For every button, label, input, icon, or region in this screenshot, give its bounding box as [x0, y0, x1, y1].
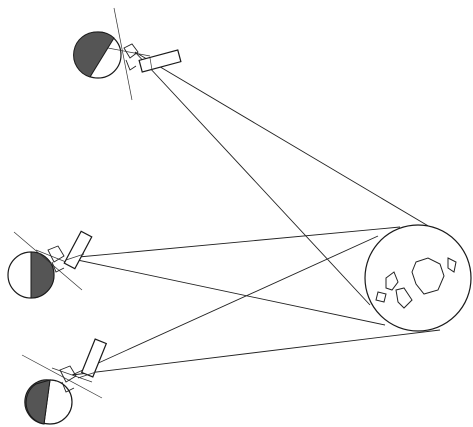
- moon-phase-icon: [74, 32, 121, 78]
- moon-phase-icon: [8, 252, 54, 298]
- sight-line: [135, 52, 430, 227]
- earth-globe-icon: [365, 225, 471, 331]
- moon-phase-icon: [25, 380, 72, 424]
- continent-shape: [376, 292, 386, 302]
- sight-line: [68, 258, 385, 325]
- sight-line: [72, 236, 378, 375]
- sight-line: [68, 227, 400, 258]
- sight-line: [135, 52, 370, 305]
- sight-line: [72, 330, 440, 375]
- sight-lines: [68, 52, 440, 375]
